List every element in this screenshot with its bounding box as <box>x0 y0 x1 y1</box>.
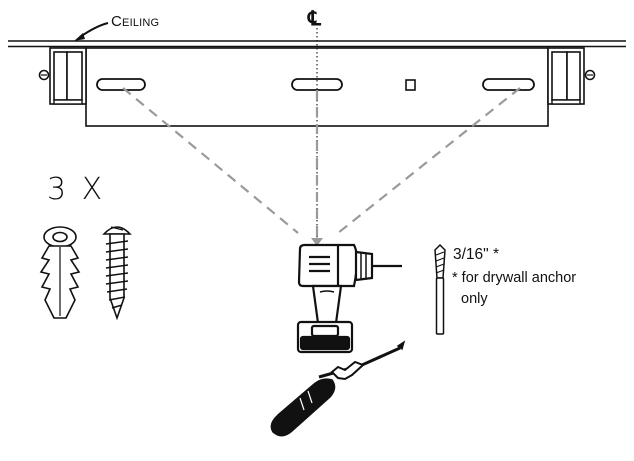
ceiling-line <box>8 40 626 48</box>
dashed-guide-lines <box>122 87 521 240</box>
screwdriver-icon <box>270 340 406 437</box>
ceiling-label: Ceiling <box>111 13 160 30</box>
square-hole <box>405 79 416 91</box>
centerline-symbol: ℄ <box>308 8 321 30</box>
quantity-label: 3 X <box>47 172 106 207</box>
mounting-slot-right <box>482 78 535 91</box>
drill-bit-size-label: 3/16" * <box>453 246 500 263</box>
footnote-line-1: * for drywall anchor <box>452 270 577 286</box>
drill-bit-icon <box>434 243 446 335</box>
wall-anchor-icon <box>39 226 81 319</box>
footnote-line-2: only <box>461 291 488 307</box>
ceiling-arrow-icon <box>74 22 109 41</box>
mounting-slot-left <box>96 78 146 91</box>
screw-icon <box>102 226 132 321</box>
drill-icon <box>296 243 402 354</box>
guide-arrow-icon <box>311 238 323 246</box>
